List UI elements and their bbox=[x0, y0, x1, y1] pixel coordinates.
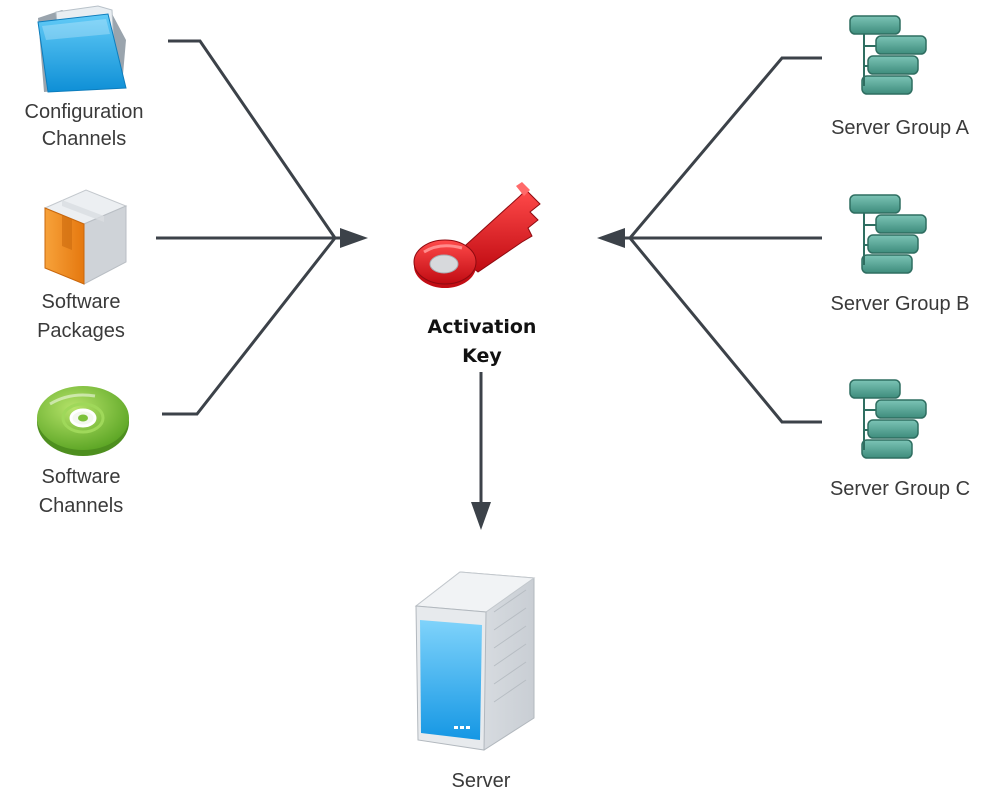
server-group-icon-b bbox=[849, 194, 927, 274]
connector-channels bbox=[162, 237, 337, 416]
down-connector bbox=[471, 372, 491, 530]
left-connectors bbox=[156, 39, 368, 416]
server-group-a-label: Server Group A bbox=[831, 117, 970, 139]
arrow-into-key-left bbox=[340, 228, 368, 248]
key-icon bbox=[413, 182, 541, 288]
channels-label-line1: Software bbox=[42, 466, 121, 488]
activation-key-label-line1: Activation bbox=[428, 316, 537, 338]
server-group-icon-a bbox=[849, 15, 927, 95]
package-box-icon bbox=[43, 189, 128, 285]
arrow-into-key-right bbox=[597, 228, 625, 248]
packages-label-line1: Software bbox=[42, 291, 121, 313]
folder-icon bbox=[37, 5, 127, 93]
server-icon bbox=[414, 571, 536, 751]
right-connectors bbox=[597, 56, 822, 424]
server-group-b-label: Server Group B bbox=[831, 293, 970, 315]
server-group-icon-c bbox=[849, 379, 927, 459]
arrow-into-server bbox=[471, 502, 491, 530]
connector-group-a bbox=[628, 56, 822, 239]
disc-icon bbox=[37, 386, 129, 456]
server-label: Server bbox=[452, 770, 511, 792]
config-label-line2: Channels bbox=[42, 128, 127, 150]
packages-label-line2: Packages bbox=[37, 320, 125, 342]
channels-label-line2: Channels bbox=[39, 495, 124, 517]
connector-config bbox=[168, 39, 337, 239]
activation-key-label-line2: Key bbox=[462, 345, 502, 367]
connector-group-c bbox=[628, 237, 822, 424]
server-group-c-label: Server Group C bbox=[830, 478, 970, 500]
config-label-line1: Configuration bbox=[25, 101, 144, 123]
